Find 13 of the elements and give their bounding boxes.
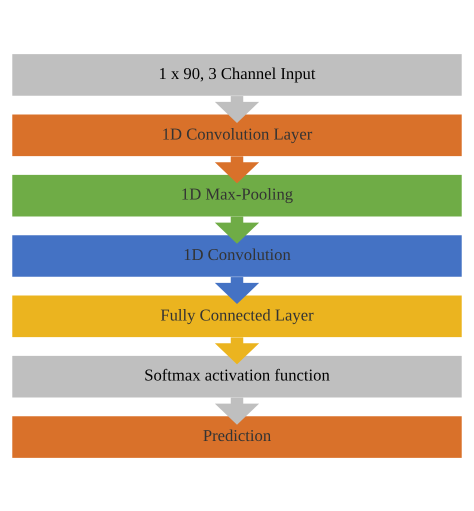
arrow <box>214 216 260 244</box>
node-box: Prediction <box>12 416 462 458</box>
node-box: 1D Convolution <box>12 234 462 276</box>
arrow <box>214 156 260 183</box>
arrow <box>214 96 260 122</box>
arrow <box>214 276 260 304</box>
node-box: Softmax activation function <box>12 355 462 397</box>
arrow <box>214 336 260 364</box>
node-box: Fully Connected Layer <box>12 295 462 337</box>
node-box: 1D Max-Pooling <box>12 174 462 216</box>
node-box: 1 x 90, 3 Channel Input <box>12 54 462 96</box>
node-box: 1D Convolution Layer <box>12 114 462 156</box>
arrow <box>214 397 260 424</box>
